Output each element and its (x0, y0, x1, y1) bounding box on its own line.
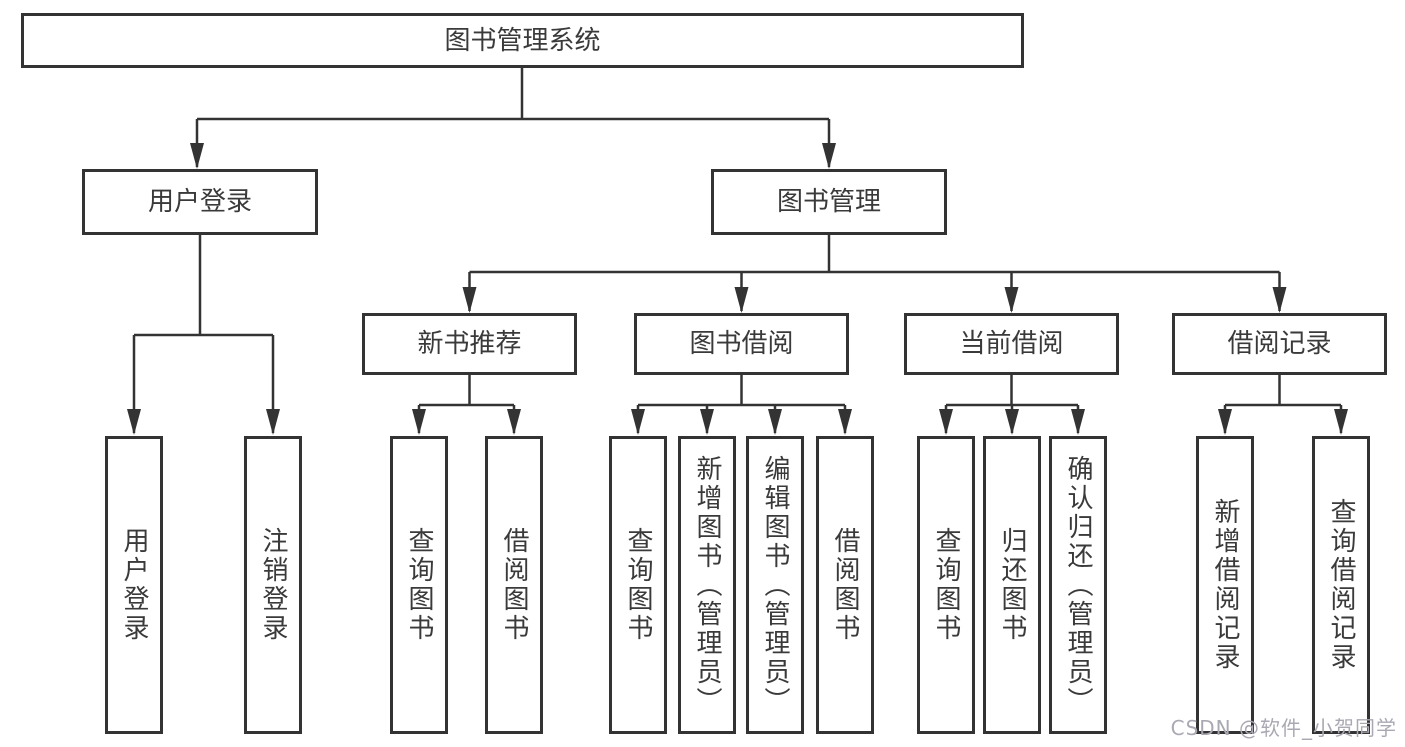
node-new-book-recommend: 新书推荐 (362, 313, 577, 375)
leaf-query-borrow-record: 查询借阅记录 (1312, 436, 1370, 734)
node-borrow-records: 借阅记录 (1172, 313, 1387, 375)
leaf-add-book-admin: 新增图书（管理员） (678, 436, 736, 734)
watermark: CSDN @软件_小贺同学 (1170, 716, 1397, 740)
leaf-query-books-current: 查询图书 (917, 436, 975, 734)
leaf-borrow-books-recommend: 借阅图书 (485, 436, 543, 734)
leaf-return-book: 归还图书 (983, 436, 1041, 734)
leaf-edit-book-admin: 编辑图书（管理员） (746, 436, 804, 734)
leaf-confirm-return-admin: 确认归还（管理员） (1049, 436, 1107, 734)
node-library-system: 图书管理系统 (21, 13, 1024, 68)
leaf-query-books-recommend: 查询图书 (390, 436, 448, 734)
leaf-user-login: 用户登录 (105, 436, 163, 734)
node-book-management: 图书管理 (711, 169, 947, 235)
leaf-query-books-borrow: 查询图书 (609, 436, 667, 734)
node-user-login: 用户登录 (82, 169, 318, 235)
node-book-borrow: 图书借阅 (634, 313, 849, 375)
leaf-borrow-books: 借阅图书 (816, 436, 874, 734)
node-current-borrow: 当前借阅 (904, 313, 1119, 375)
leaf-logout: 注销登录 (244, 436, 302, 734)
leaf-add-borrow-record: 新增借阅记录 (1196, 436, 1254, 734)
